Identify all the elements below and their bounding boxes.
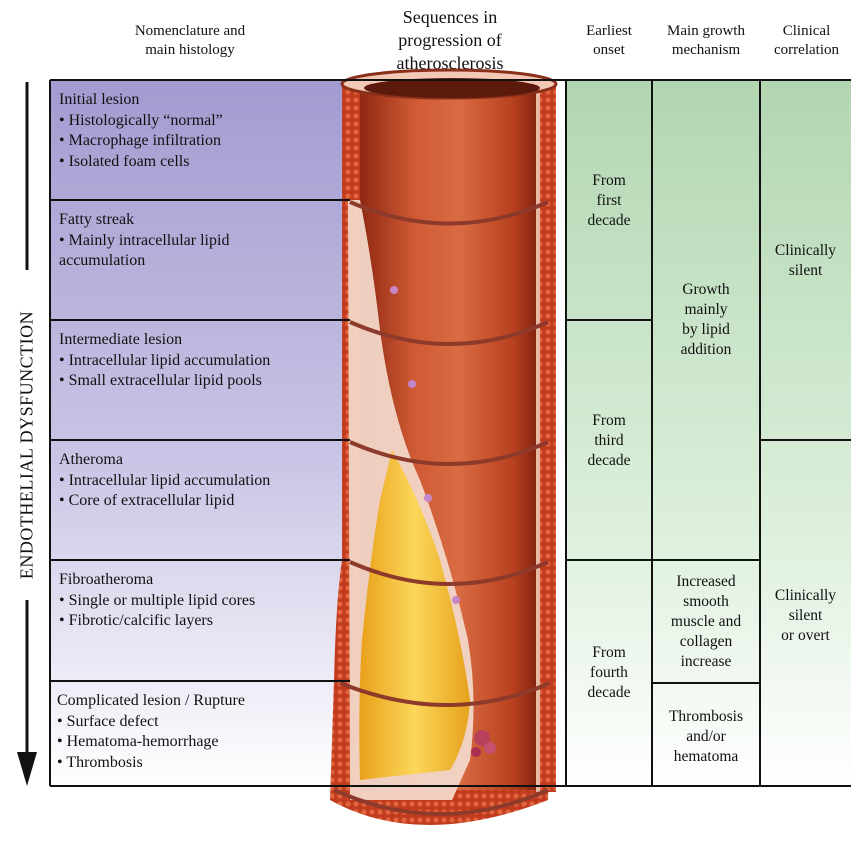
growth-column-bg xyxy=(652,80,760,786)
stage-intermediate-lesion: Intermediate lesion • Intracellular lipi… xyxy=(50,320,345,440)
stage-complicated-lesion: Complicated lesion / Rupture • Surface d… xyxy=(50,681,345,786)
onset-fourth-decade: From fourth decade xyxy=(566,643,652,703)
endothelial-dysfunction-label: ENDOTHELIAL DYSFUNCTION xyxy=(17,311,38,579)
stage-item: • Histologically “normal” xyxy=(59,111,345,132)
dysfunction-arrowhead xyxy=(17,752,37,786)
stage-fibroatheroma: Fibroatheroma • Single or multiple lipid… xyxy=(50,560,345,681)
onset-line: From xyxy=(566,171,652,191)
onset-line: From xyxy=(566,411,652,431)
growth-thrombosis: Thrombosis and/or hematoma xyxy=(652,707,760,767)
stage-title: Initial lesion xyxy=(59,90,345,111)
clinical-line: silent xyxy=(760,606,851,626)
stage-item: • Small extracellular lipid pools xyxy=(59,371,345,392)
stage-item: • Single or multiple lipid cores xyxy=(59,591,345,612)
growth-line: Thrombosis xyxy=(652,707,760,727)
growth-line: mainly xyxy=(652,300,760,320)
clinical-column-bg xyxy=(760,80,851,786)
stage-item: • Thrombosis xyxy=(57,753,345,774)
onset-first-decade: From first decade xyxy=(566,171,652,231)
stage-atheroma: Atheroma • Intracellular lipid accumulat… xyxy=(50,440,345,560)
growth-lipid-addition: Growth mainly by lipid addition xyxy=(652,280,760,360)
clinical-silent-or-overt: Clinically silent or overt xyxy=(760,586,851,646)
stage-item: accumulation xyxy=(59,251,345,272)
stage-title: Intermediate lesion xyxy=(59,330,345,351)
onset-line: From xyxy=(566,643,652,663)
stage-item: • Core of extracellular lipid xyxy=(59,491,345,512)
stage-item: • Fibrotic/calcific layers xyxy=(59,611,345,632)
stage-item: • Intracellular lipid accumulation xyxy=(59,471,345,492)
stage-initial-lesion: Initial lesion • Histologically “normal”… xyxy=(50,80,345,200)
stage-fatty-streak: Fatty streak • Mainly intracellular lipi… xyxy=(50,200,345,320)
growth-line: collagen xyxy=(652,632,760,652)
clinical-line: silent xyxy=(760,261,851,281)
stage-title: Complicated lesion / Rupture xyxy=(57,691,345,712)
stage-item: • Hematoma-hemorrhage xyxy=(57,732,345,753)
growth-line: smooth xyxy=(652,592,760,612)
clinical-silent: Clinically silent xyxy=(760,241,851,281)
growth-line: and/or xyxy=(652,727,760,747)
onset-line: fourth xyxy=(566,663,652,683)
stage-item: • Isolated foam cells xyxy=(59,152,345,173)
stage-item: • Surface defect xyxy=(57,712,345,733)
growth-line: hematoma xyxy=(652,747,760,767)
clinical-line: Clinically xyxy=(760,241,851,261)
clinical-line: or overt xyxy=(760,626,851,646)
stage-item: • Intracellular lipid accumulation xyxy=(59,351,345,372)
growth-line: Increased xyxy=(652,572,760,592)
growth-line: by lipid xyxy=(652,320,760,340)
onset-line: first xyxy=(566,191,652,211)
stage-item: • Macrophage infiltration xyxy=(59,131,345,152)
onset-line: decade xyxy=(566,451,652,471)
stage-item: • Mainly intracellular lipid xyxy=(59,231,345,252)
onset-line: decade xyxy=(566,211,652,231)
growth-line: muscle and xyxy=(652,612,760,632)
growth-line: Growth xyxy=(652,280,760,300)
stage-title: Atheroma xyxy=(59,450,345,471)
growth-line: addition xyxy=(652,340,760,360)
onset-line: third xyxy=(566,431,652,451)
stage-title: Fibroatheroma xyxy=(59,570,345,591)
growth-line: increase xyxy=(652,652,760,672)
artery-illustration xyxy=(330,70,556,825)
growth-smooth-muscle: Increased smooth muscle and collagen inc… xyxy=(652,572,760,672)
onset-line: decade xyxy=(566,683,652,703)
onset-third-decade: From third decade xyxy=(566,411,652,471)
stage-title: Fatty streak xyxy=(59,210,345,231)
clinical-line: Clinically xyxy=(760,586,851,606)
